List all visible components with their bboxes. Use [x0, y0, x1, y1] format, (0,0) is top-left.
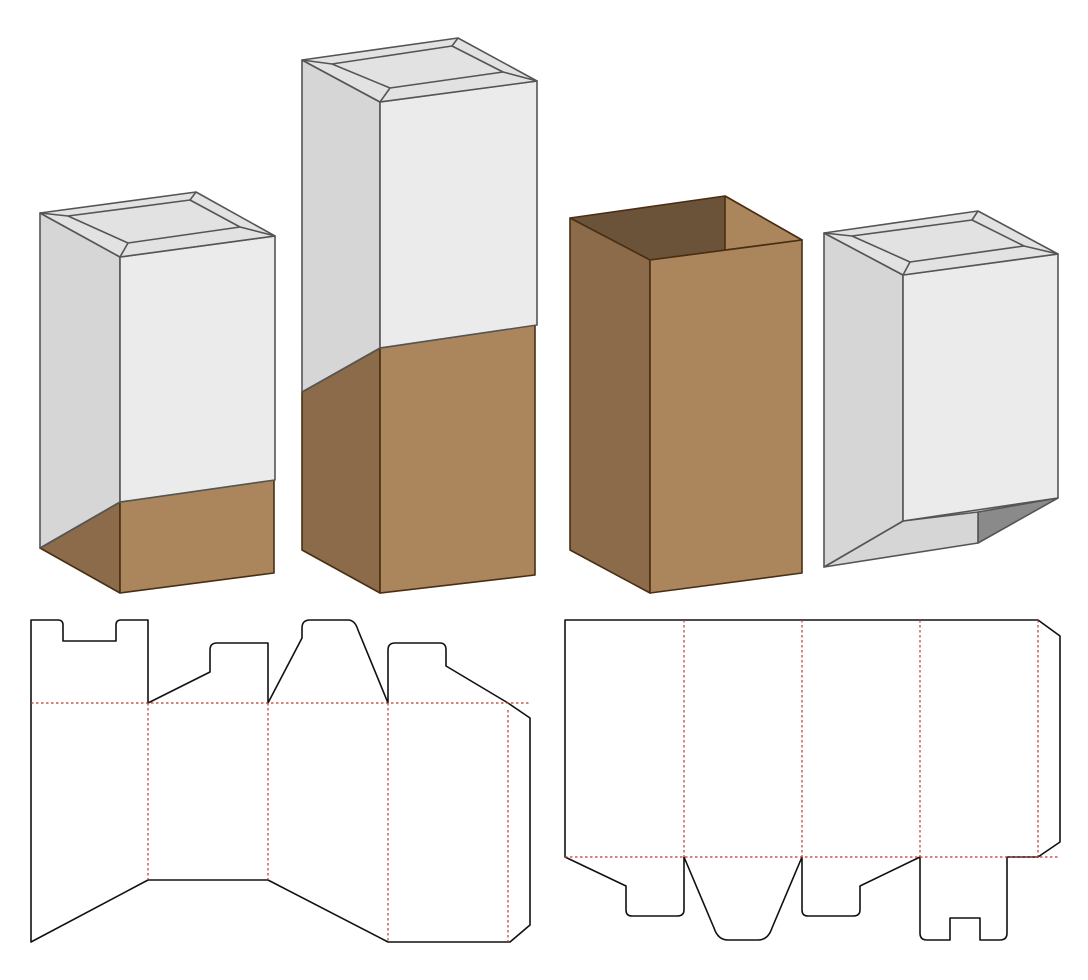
box-1-white-side — [39, 212, 121, 549]
box-3-side — [569, 217, 651, 594]
dieline-b-cut-outline — [564, 619, 1061, 941]
box-1-top-creases — [39, 212, 69, 217]
box-4-white-side — [823, 232, 904, 568]
box-2-kraft-front — [379, 324, 536, 594]
box-2-white-front — [379, 80, 538, 349]
box-3 — [569, 195, 803, 594]
box-3-front — [649, 239, 803, 594]
box-4-white-front — [902, 253, 1059, 522]
dieline-b — [564, 619, 1061, 941]
box-2 — [301, 37, 538, 594]
box-1-white-front — [119, 235, 276, 503]
dieline-a — [30, 619, 531, 943]
dieline-b-fold-lines — [565, 620, 1060, 858]
box-2-white-side — [301, 59, 381, 393]
box-4 — [823, 210, 1059, 568]
dieline-a-fold-lines — [31, 702, 530, 942]
box-1 — [39, 191, 276, 594]
dieline-a-cut-outline — [30, 619, 531, 943]
